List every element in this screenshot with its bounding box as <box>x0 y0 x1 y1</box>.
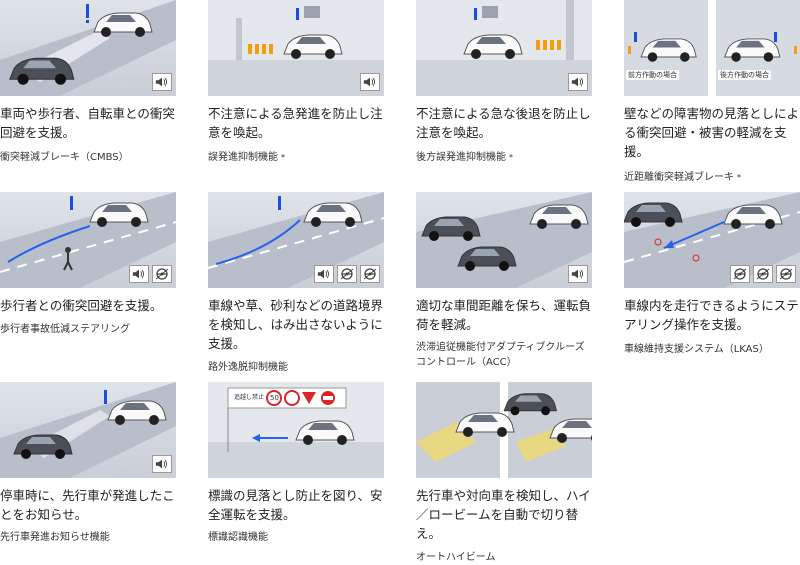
sound-alert-icon <box>152 455 172 473</box>
auto-highbeam-illustration <box>416 382 592 478</box>
card-description: 停車時に、先行車が発進したことをお知らせ。 <box>0 488 175 522</box>
feature-name: 後方誤発進抑制機能* <box>416 152 513 163</box>
dark-car-icon <box>624 202 683 228</box>
sign-recognition-illustration: 追越し禁止 50 <box>208 382 384 478</box>
pedestrian-icon <box>65 247 71 253</box>
feature-name: 先行車発進お知らせ機能 <box>0 532 110 543</box>
misstart-illustration <box>208 0 384 96</box>
feature-name: 歩行者事故低減ステアリング <box>0 324 130 335</box>
steering-wheel-icon <box>730 265 750 283</box>
front-operation-label: 前方作動の場合 <box>626 70 679 80</box>
lkas-illustration <box>624 192 800 288</box>
steering-wheel-icon <box>337 265 357 283</box>
sound-alert-icon <box>152 73 172 91</box>
acc-illustration <box>416 192 592 288</box>
steering-wheel-icon <box>152 265 172 283</box>
sound-alert-icon <box>360 73 380 91</box>
pedestrian-illustration <box>0 192 176 288</box>
card-description: 適切な車間距離を保ち、運転負荷を軽減。 <box>416 298 592 332</box>
sound-alert-icon <box>129 265 149 283</box>
steering-wheel-icon <box>753 265 773 283</box>
feature-name: 路外逸脱抑制機能 <box>208 362 288 373</box>
feature-name: 標識認識機能 <box>208 532 268 543</box>
card-description: 標識の見落とし防止を図り、安全運転を支援。 <box>208 488 383 522</box>
card-description: 車線や草、砂利などの道路境界を検知し、はみ出さないように支援。 <box>208 298 384 351</box>
feature-name: 近距離衝突軽減ブレーキ* <box>624 172 741 183</box>
sound-alert-icon <box>568 265 588 283</box>
card-description: 不注意による急な後退を防止し注意を喚起。 <box>416 106 591 140</box>
card-description: 車線内を走行できるようにステアリング操作を支援。 <box>624 298 799 332</box>
alert-icon <box>104 390 107 404</box>
alert-icon <box>296 8 299 20</box>
alert-icon <box>70 196 73 210</box>
feature-name: 衝突軽減ブレーキ（CMBS） <box>0 152 129 163</box>
sound-alert-icon <box>568 73 588 91</box>
alert-icon <box>474 8 477 20</box>
cmbs-scene <box>0 0 176 96</box>
card-description: 歩行者との衝突回避を支援。 <box>0 298 163 313</box>
feature-name: 渋滞追従機能付アダプティブクルーズコントロール（ACC） <box>416 342 585 368</box>
alert-icon <box>86 4 89 18</box>
alert-icon <box>278 196 281 210</box>
card-description: 壁などの障害物の見落としによる衝突回避・被害の軽減を支援。 <box>624 106 800 159</box>
feature-name: 車線維持支援システム（LKAS） <box>624 344 769 355</box>
feature-name: 誤発進抑制機能* <box>208 152 285 163</box>
sign-label: 追越し禁止 <box>232 392 267 401</box>
card-description: 車両や歩行者、自転車との衝突回避を支援。 <box>0 106 175 140</box>
steering-path-icon <box>7 225 91 263</box>
feature-name: オートハイビーム <box>416 552 496 563</box>
rear-misstart-illustration <box>416 0 592 96</box>
sound-alert-icon <box>314 265 334 283</box>
card-description: 不注意による急発進を防止し注意を喚起。 <box>208 106 383 140</box>
road-departure-illustration <box>208 192 384 288</box>
start-notify-illustration <box>0 382 176 478</box>
steering-wheel-icon <box>360 265 380 283</box>
rear-operation-label: 後方作動の場合 <box>718 70 771 80</box>
short-range-illustration: 前方作動の場合 後方作動の場合 <box>624 0 800 96</box>
cmbs-illustration <box>0 0 176 96</box>
card-description: 先行車や対向車を検知し、ハイ／ロービームを自動で切り替え。 <box>416 488 591 541</box>
speed-limit-label: 50 <box>270 394 279 402</box>
steering-wheel-icon <box>776 265 796 283</box>
